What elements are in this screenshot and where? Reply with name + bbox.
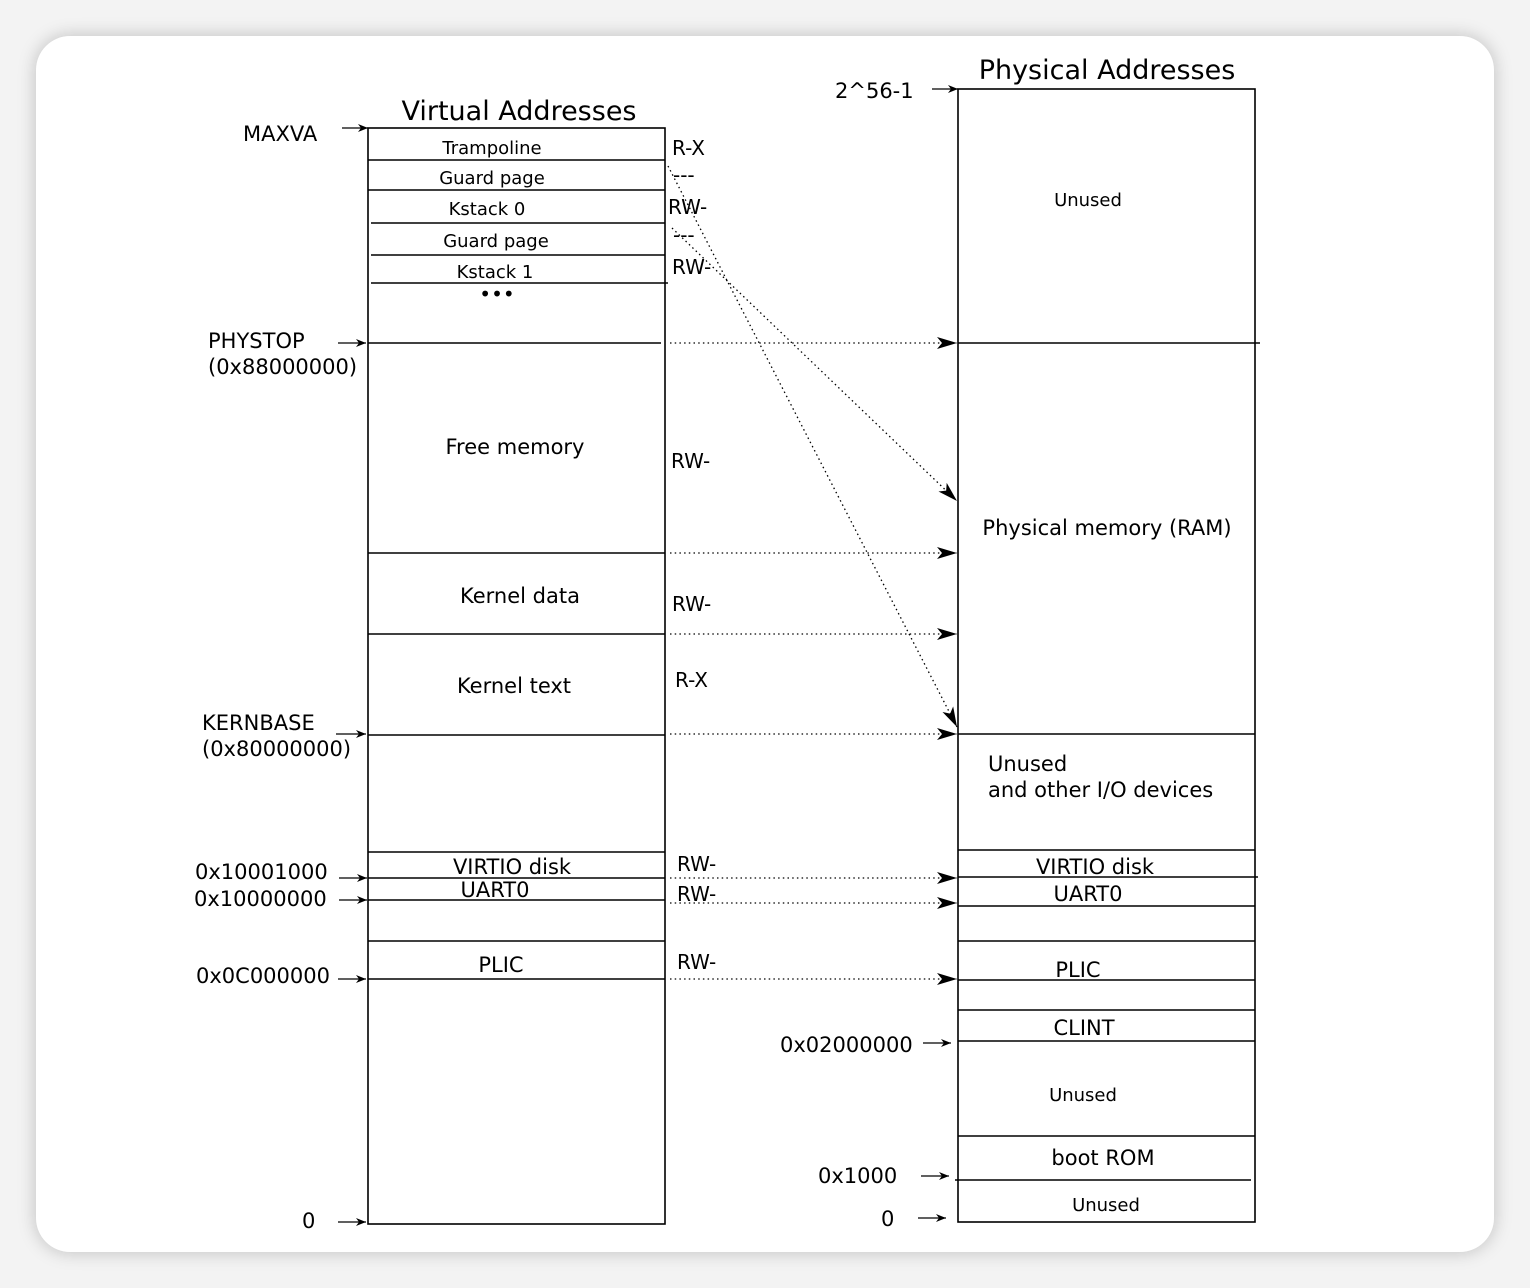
kstack1-label: Kstack 1 xyxy=(457,262,534,283)
kernbase-label: KERNBASE xyxy=(202,711,315,735)
unused-mid-label: Unused xyxy=(1049,1085,1117,1106)
kernel-text-label: Kernel text xyxy=(457,674,571,698)
physical-address-column xyxy=(957,88,1256,1223)
perm-free-memory: RW- xyxy=(671,449,710,473)
boot-rom-label: boot ROM xyxy=(1051,1146,1154,1170)
unused-top-label: Unused xyxy=(1054,190,1122,211)
guard-page-label: Guard page xyxy=(443,231,549,252)
kstack0-label: Kstack 0 xyxy=(449,199,526,220)
perm-trampoline: R-X xyxy=(672,136,705,160)
ram-label: Physical memory (RAM) xyxy=(982,516,1231,540)
physical-title: Physical Addresses xyxy=(979,55,1236,86)
phystop-value: (0x88000000) xyxy=(208,355,357,379)
virtual-title: Virtual Addresses xyxy=(401,96,636,127)
clint-label: CLINT xyxy=(1053,1016,1114,1040)
maxva-label: MAXVA xyxy=(243,122,318,146)
pa-zero-address-label: 0 xyxy=(881,1207,894,1231)
clint-address-label: 0x02000000 xyxy=(780,1033,913,1057)
trampoline-label: Trampoline xyxy=(441,138,541,159)
pa-virtio-disk-label: VIRTIO disk xyxy=(1036,855,1155,879)
diagram-card xyxy=(36,36,1494,1252)
perm-kstack1: RW- xyxy=(672,255,711,279)
io-devices-label: and other I/O devices xyxy=(988,778,1213,802)
io-unused-label: Unused xyxy=(988,752,1067,776)
ellipsis-label: ••• xyxy=(479,282,514,306)
zero-address-label: 0 xyxy=(302,1209,315,1233)
kstack-mapping-arrow xyxy=(671,227,958,502)
pa-plic-label: PLIC xyxy=(1055,958,1100,982)
perm-guard-page: --- xyxy=(673,163,695,187)
perm-kernel-text: R-X xyxy=(675,668,708,692)
perm-kernel-data: RW- xyxy=(672,592,711,616)
uart-address-label: 0x10000000 xyxy=(194,887,327,911)
perm-guard-page: --- xyxy=(673,223,695,247)
max-physical-address-label: 2^56-1 xyxy=(835,79,914,103)
perm-uart: RW- xyxy=(677,882,716,906)
uart0-label: UART0 xyxy=(461,878,530,902)
pa-uart0-label: UART0 xyxy=(1054,882,1123,906)
phystop-label: PHYSTOP xyxy=(208,329,305,353)
perm-kstack0: RW- xyxy=(668,195,707,219)
perm-virtio: RW- xyxy=(677,852,716,876)
kernel-data-label: Kernel data xyxy=(460,584,580,608)
guard-page-label: Guard page xyxy=(439,168,545,189)
bootrom-address-label: 0x1000 xyxy=(818,1164,897,1188)
kernbase-value: (0x80000000) xyxy=(202,737,351,761)
plic-label: PLIC xyxy=(478,953,523,977)
virtual-address-column xyxy=(367,127,666,1225)
virtio-disk-label: VIRTIO disk xyxy=(453,855,572,879)
plic-address-label: 0x0C000000 xyxy=(196,964,330,988)
virtio-address-label: 0x10001000 xyxy=(195,860,328,884)
perm-plic: RW- xyxy=(677,950,716,974)
free-memory-label: Free memory xyxy=(446,435,585,459)
unused-bottom-label: Unused xyxy=(1072,1195,1140,1216)
trampoline-mapping-arrow xyxy=(667,165,958,728)
